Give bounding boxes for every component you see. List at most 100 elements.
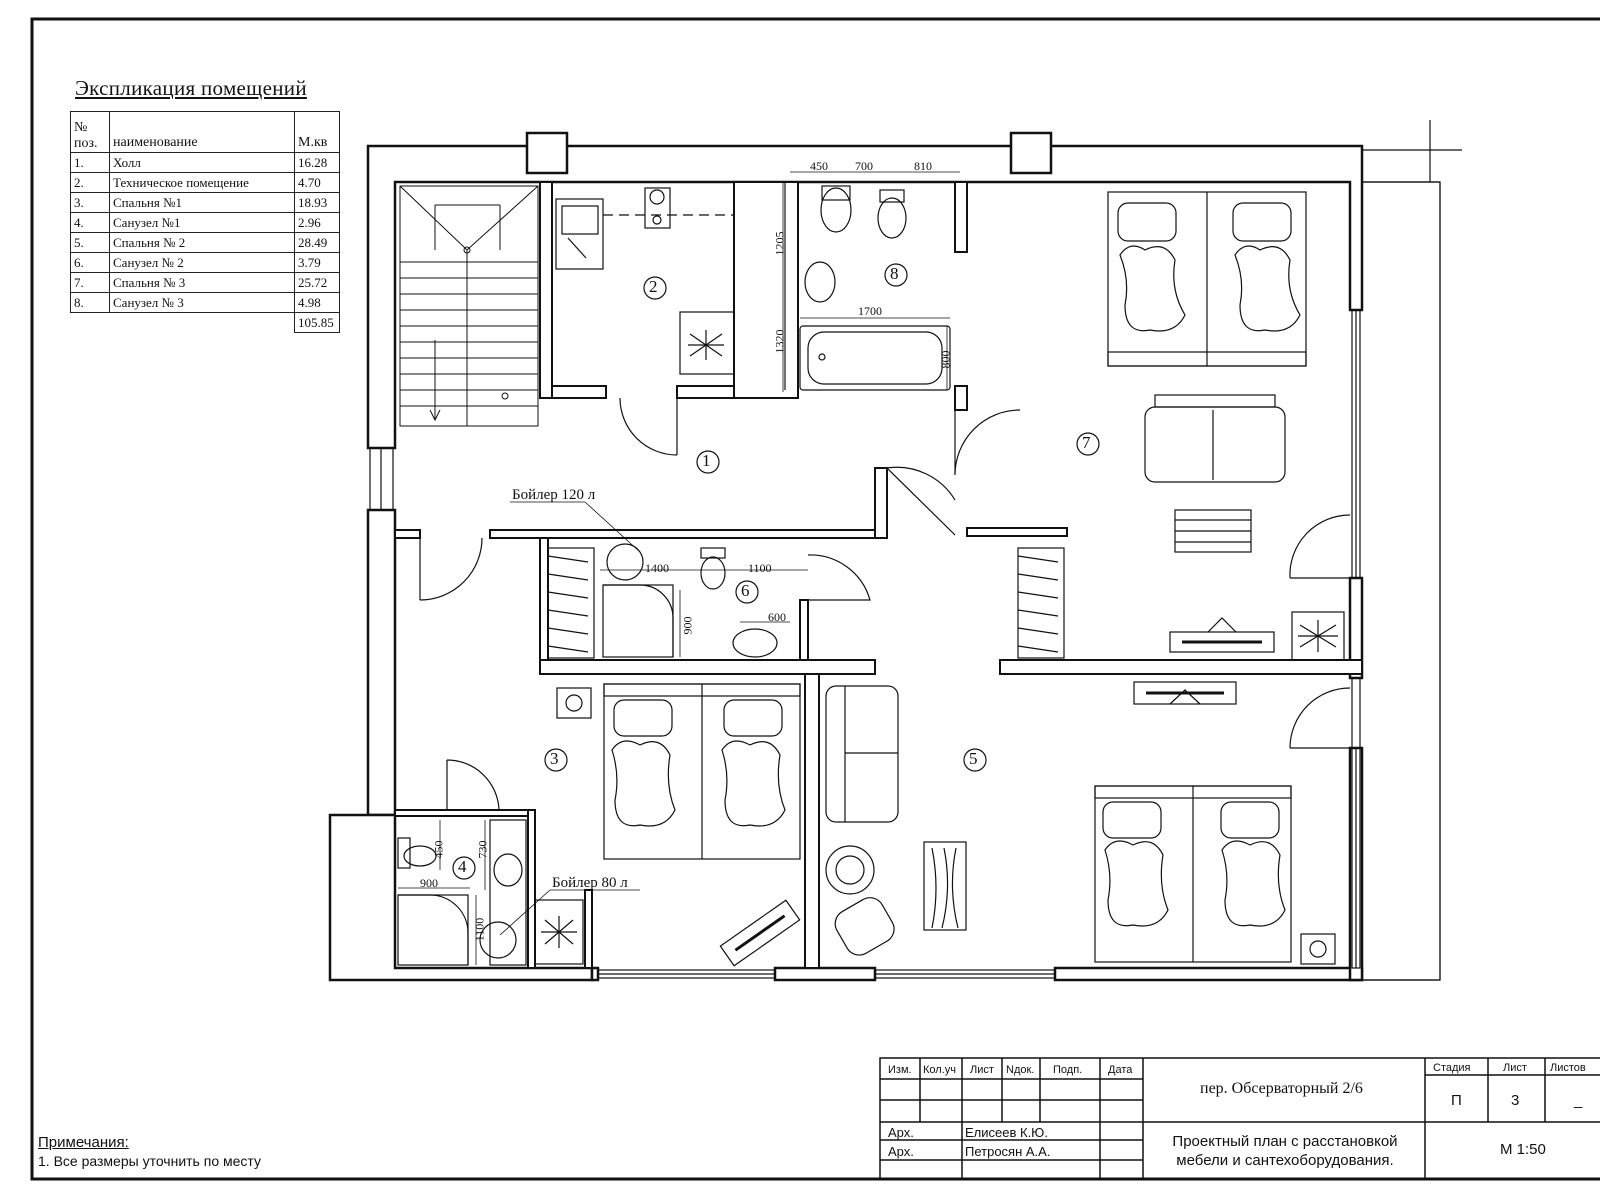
notes-title: Примечания: — [38, 1134, 129, 1151]
tb-col-ndok: Nдок. — [1006, 1064, 1035, 1076]
room-marker-6: 6 — [741, 581, 750, 600]
row-num: 8. — [70, 292, 110, 313]
dimension-lines — [398, 171, 960, 965]
room-markers — [452, 263, 1100, 880]
total-area: 105.85 — [294, 312, 340, 333]
dim-bath8-top-2: 700 — [855, 159, 873, 173]
windows — [369, 120, 1462, 981]
row-area: 16.28 — [294, 152, 340, 173]
room-marker-1: 1 — [702, 451, 711, 470]
room-marker-3: 3 — [550, 749, 559, 768]
total-blank — [110, 313, 295, 333]
row-num: 7. — [70, 272, 110, 293]
row-num: 3. — [70, 192, 110, 213]
row-area: 25.72 — [294, 272, 340, 293]
header-name: наименование — [109, 111, 295, 153]
dim-bath8-side-2: 1320 — [772, 329, 787, 354]
dim-bath4-1: 450 — [431, 840, 446, 859]
tb-sheets-label: Листов — [1550, 1062, 1586, 1074]
doors — [419, 397, 1351, 811]
row-name: Спальня №1 — [109, 192, 295, 213]
row-area: 18.93 — [294, 192, 340, 213]
room-marker-2: 2 — [649, 277, 658, 296]
row-area: 4.70 — [294, 172, 340, 193]
row-num: 2. — [70, 172, 110, 193]
explication-title: Экспликация помещений — [75, 76, 307, 100]
tb-name-2: Петросян А.А. — [965, 1144, 1051, 1159]
row-name: Санузел № 2 — [109, 252, 295, 273]
bedroom-3-furniture — [556, 683, 801, 967]
bathroom-4-fixtures — [397, 819, 584, 966]
boiler-120-label: Бойлер 120 л — [512, 487, 596, 503]
row-num: 6. — [70, 252, 110, 273]
wardrobe-hanger — [547, 573, 589, 581]
total-blank — [71, 313, 110, 333]
tb-col-list: Лист — [970, 1064, 994, 1076]
row-area: 4.98 — [294, 292, 340, 313]
row-area: 28.49 — [294, 232, 340, 253]
row-num: 5. — [70, 232, 110, 253]
wardrobe-hanger — [1017, 627, 1059, 635]
wardrobe-hanger — [1017, 645, 1059, 653]
dim-bath6-2: 1100 — [748, 561, 772, 575]
tb-col-podp: Подп. — [1053, 1064, 1083, 1076]
row-name: Техническое помещение — [109, 172, 295, 193]
wardrobe-hanger — [547, 591, 589, 599]
dim-bath8-tub-w: 800 — [938, 350, 953, 369]
wardrobe-hanger — [547, 609, 589, 617]
tb-sheet-label: Лист — [1503, 1062, 1527, 1074]
tb-sheets: _ — [1574, 1092, 1583, 1109]
tb-stage: П — [1451, 1092, 1462, 1109]
dim-bath4-3: 900 — [420, 876, 438, 890]
title-block-frame — [879, 1057, 1600, 1180]
total-row: 105.85 — [71, 312, 340, 333]
dim-bath8-side-1: 1205 — [772, 231, 787, 256]
bedroom-7-furniture — [1017, 191, 1345, 661]
dim-bath6-1: 1400 — [645, 561, 669, 575]
tb-role-1: Арх. — [888, 1125, 914, 1140]
wardrobe-hanger — [1017, 609, 1059, 617]
notes: Примечания: 1. Все размеры уточнить по м… — [38, 1133, 261, 1171]
wardrobe-hanger — [547, 627, 589, 635]
tech-room-equipment — [555, 187, 735, 375]
tb-description: Проектный план с расстановкой мебели и с… — [1172, 1133, 1398, 1169]
tb-address: пер. Обсерваторный 2/6 — [1200, 1080, 1363, 1097]
row-area: 2.96 — [294, 212, 340, 233]
wardrobe-hanger — [547, 645, 589, 653]
dim-bath4-4: 1100 — [472, 917, 487, 942]
wardrobe-hanger — [1017, 573, 1059, 581]
tb-col-izm: Изм. — [888, 1064, 912, 1076]
bathroom-6-fixtures — [547, 543, 778, 659]
sheet-frame — [30, 17, 1600, 1181]
wardrobe-hanger — [1017, 591, 1059, 599]
row-name: Санузел № 3 — [109, 292, 295, 313]
dim-bath8-top-1: 450 — [810, 159, 828, 173]
interior-walls — [394, 181, 1363, 969]
tb-role-2: Арх. — [888, 1144, 914, 1159]
bathroom-8-fixtures — [784, 182, 951, 391]
staircase — [399, 185, 539, 427]
room-marker-8: 8 — [890, 264, 899, 283]
dim-bath6-4: 600 — [768, 610, 786, 624]
tb-scale: М 1:50 — [1500, 1141, 1546, 1158]
dim-bath4-2: 730 — [475, 840, 490, 859]
row-num: 1. — [70, 152, 110, 173]
tb-stage-label: Стадия — [1433, 1062, 1471, 1074]
tb-col-kol: Кол.уч — [923, 1064, 956, 1076]
wardrobe — [547, 547, 595, 659]
notes-item: 1. Все размеры уточнить по месту — [38, 1153, 261, 1169]
bedroom-5-furniture — [825, 681, 1336, 965]
dim-bath8-top-3: 810 — [914, 159, 932, 173]
wardrobe — [1017, 547, 1065, 659]
row-name: Спальня № 3 — [109, 272, 295, 293]
header-area: М.кв — [294, 111, 340, 153]
